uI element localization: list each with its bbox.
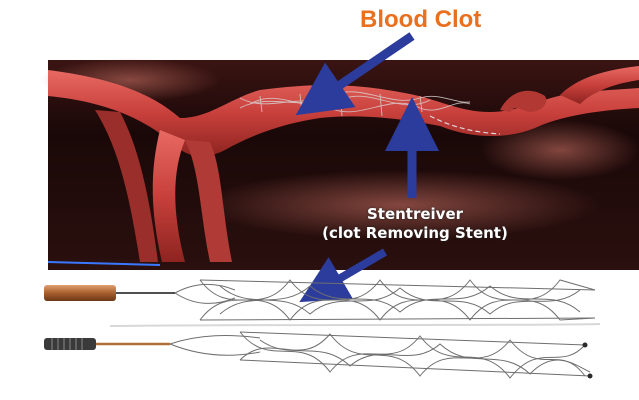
descending-branch: [95, 110, 158, 262]
catheter-coil: [51, 338, 83, 350]
blood-clot-label: Blood Clot: [360, 6, 482, 33]
blurred-tissue: [480, 120, 639, 180]
delivery-wire: [429, 115, 501, 135]
marker-tip: [582, 342, 588, 348]
arrow-icon: [295, 32, 415, 116]
upper-right-branch: [560, 66, 639, 104]
shadow: [109, 323, 601, 327]
descending-branch: [185, 140, 232, 262]
marker-tip: [587, 373, 593, 379]
stentreiver-label: Stentreiver (clot Removing Stent): [300, 205, 530, 243]
stentreiver-label-line2: (clot Removing Stent): [322, 224, 508, 242]
catheter-icon: [44, 285, 116, 301]
stent-mesh-icon: [174, 279, 596, 321]
stentreiver-label-line1: Stentreiver: [366, 205, 464, 223]
upper-right-loop: [500, 90, 547, 112]
blurred-tissue: [200, 170, 600, 240]
stent-device-upper: [44, 279, 601, 327]
stent-device-lower: [44, 331, 593, 379]
guidewire: [47, 261, 161, 266]
stent-mesh-icon: [169, 331, 591, 379]
descending-branch: [152, 130, 185, 262]
